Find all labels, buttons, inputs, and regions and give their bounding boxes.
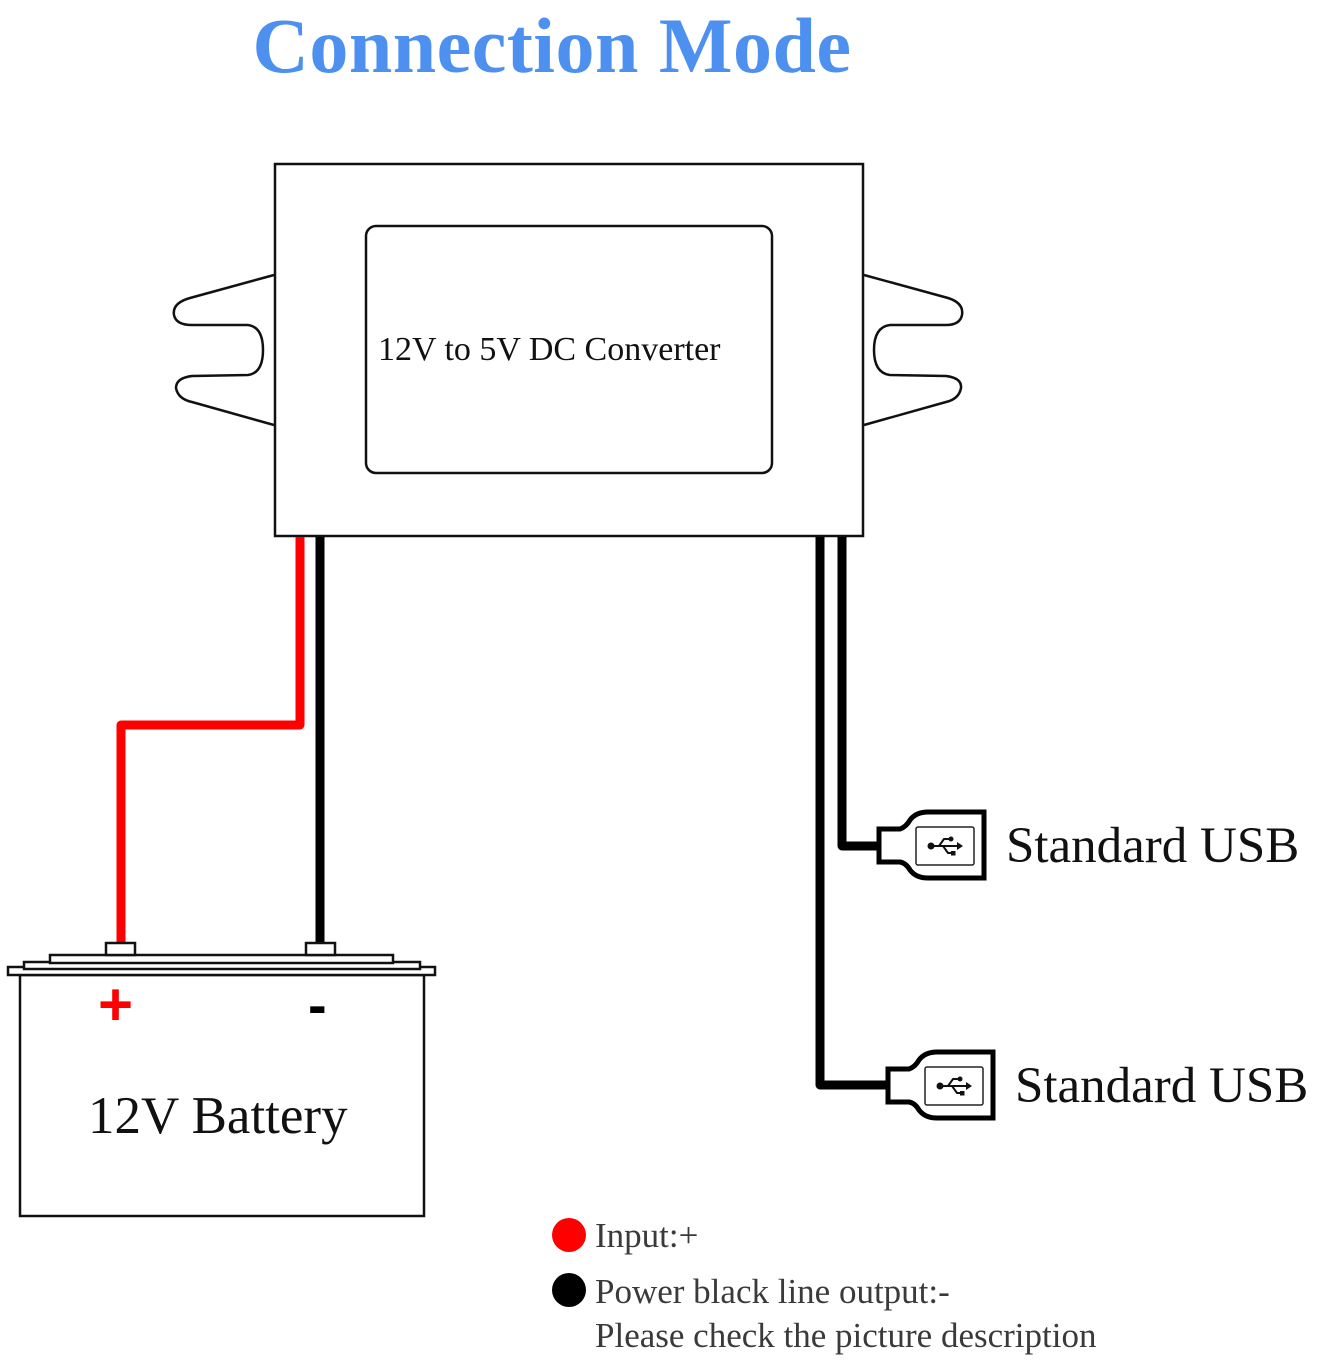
battery-lid-top	[48, 953, 395, 965]
battery-negative-terminal	[304, 941, 337, 957]
converter-left-mounting-ear	[172, 273, 275, 427]
usb-icon	[936, 1076, 972, 1096]
usb-2-output-wire	[815, 537, 890, 1090]
positive-input-wire	[116, 537, 305, 944]
usb-1-output-wire	[837, 537, 880, 851]
battery-positive-sign: +	[98, 971, 134, 1038]
usb-output-label-1: Standard USB	[1006, 818, 1300, 874]
converter-right-mounting-ear	[863, 273, 964, 427]
battery	[6, 941, 437, 1218]
battery-negative-sign: -	[308, 973, 327, 1036]
red-dot-icon	[552, 1218, 586, 1252]
page-title: Connection Mode	[252, 2, 852, 89]
converter-label: 12V to 5V DC Converter	[378, 331, 721, 368]
usb-output-label-2: Standard USB	[1015, 1058, 1309, 1114]
legend-item-text: Power black line output:-	[595, 1272, 950, 1311]
battery-label: 12V Battery	[88, 1087, 348, 1145]
legend-item-text: Input:+	[595, 1216, 699, 1255]
black-dot-icon	[552, 1273, 586, 1307]
usb-connector-1	[876, 809, 987, 881]
converter-label-panel	[364, 224, 774, 475]
usb-connector-2	[885, 1049, 996, 1121]
battery-positive-terminal	[104, 941, 137, 957]
battery-body	[18, 973, 426, 1218]
usb-icon	[927, 836, 963, 856]
legend-note: Please check the picture description	[595, 1316, 1097, 1355]
